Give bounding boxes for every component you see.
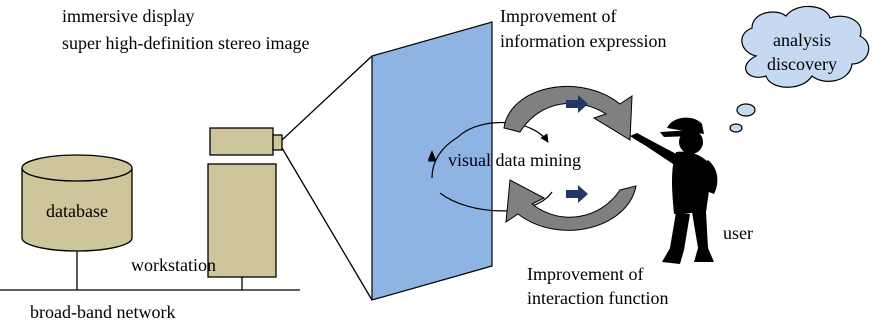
user-silhouette-icon bbox=[630, 117, 718, 264]
workstation-icon bbox=[207, 163, 277, 278]
pointer-arrow-top-icon bbox=[566, 95, 588, 113]
network-lines bbox=[0, 251, 300, 291]
pointer-arrow-bottom-icon bbox=[566, 185, 588, 203]
display-label-line2: super high-definition stereo image bbox=[62, 33, 309, 53]
improvement-arrow-top-icon bbox=[503, 85, 633, 141]
interaction-label-line2: interaction function bbox=[527, 288, 668, 308]
user-label: user bbox=[723, 223, 753, 243]
projector-icon bbox=[209, 127, 283, 156]
display-label-line1: immersive display bbox=[62, 6, 194, 26]
thin-arrowhead-left bbox=[428, 150, 436, 160]
workstation-label: workstation bbox=[131, 255, 216, 275]
info-expression-label-line2: information expression bbox=[500, 31, 666, 51]
database-label: database bbox=[46, 201, 108, 221]
cloud-label-line1: analysis bbox=[773, 30, 831, 50]
database-cylinder-icon bbox=[21, 154, 133, 252]
cloud-label-line2: discovery bbox=[767, 54, 837, 74]
thought-cloud-icon bbox=[729, 5, 870, 133]
center-label: visual data mining bbox=[448, 150, 581, 170]
improvement-arrow-bottom-icon bbox=[505, 179, 637, 231]
interaction-label-line1: Improvement of bbox=[527, 264, 643, 284]
projection-lines bbox=[281, 55, 373, 301]
network-label: broad-band network bbox=[30, 302, 175, 322]
info-expression-label-line1: Improvement of bbox=[500, 6, 616, 26]
